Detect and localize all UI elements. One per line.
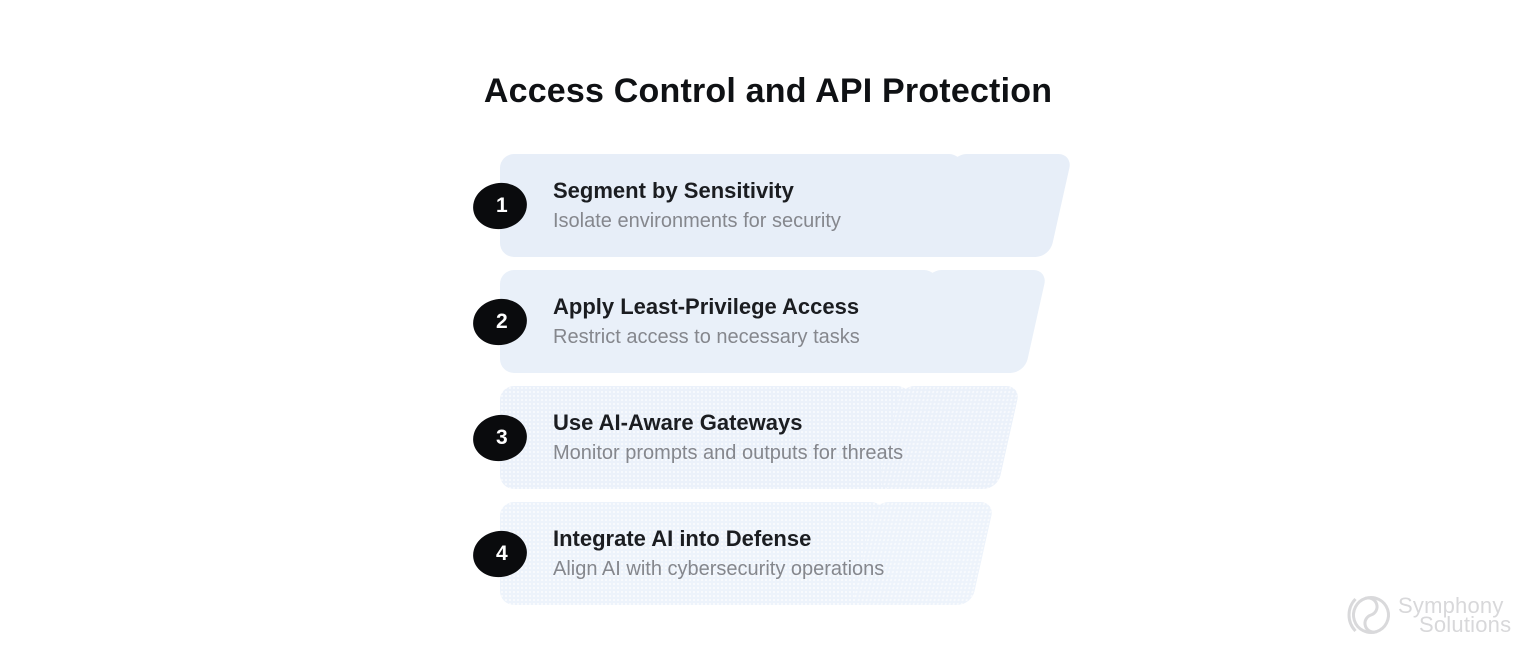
- step-text: Use AI-Aware Gateways Monitor prompts an…: [553, 386, 903, 489]
- step-description: Monitor prompts and outputs for threats: [553, 442, 904, 464]
- step-text: Apply Least-Privilege Access Restrict ac…: [553, 270, 860, 373]
- logo-line2: Solutions: [1419, 612, 1512, 637]
- step-background-slant: [929, 154, 1073, 257]
- step-background: [500, 502, 885, 605]
- step-title: Integrate AI into Defense: [553, 526, 812, 551]
- step-title: Segment by Sensitivity: [553, 178, 794, 203]
- step-background: [500, 270, 938, 373]
- step-number: 1: [495, 193, 508, 217]
- step-description: Align AI with cybersecurity operations: [553, 558, 885, 580]
- step-background-slant: [904, 270, 1048, 373]
- step-number: 2: [495, 309, 508, 333]
- step-text: Integrate AI into Defense Align AI with …: [553, 502, 884, 605]
- step-number: 4: [495, 541, 508, 565]
- logo-text: Symphony Solutions: [1398, 593, 1512, 637]
- step-background: [500, 154, 963, 257]
- step-description: Isolate environments for security: [553, 210, 841, 232]
- symphony-solutions-logo: Symphony Solutions: [1342, 589, 1511, 641]
- step-row-2: 2 Apply Least-Privilege Access Restrict …: [469, 270, 1048, 373]
- step-title: Use AI-Aware Gateways: [553, 410, 803, 435]
- step-text: Segment by Sensitivity Isolate environme…: [553, 154, 841, 257]
- step-row-4: 4 Integrate AI into Defense Align AI wit…: [469, 502, 995, 605]
- page-title: Access Control and API Protection: [483, 72, 1053, 110]
- step-row-1: 1 Segment by Sensitivity Isolate environ…: [469, 154, 1073, 257]
- symphony-logo-icon: [1347, 596, 1390, 634]
- step-description: Restrict access to necessary tasks: [553, 326, 860, 348]
- step-number: 3: [495, 425, 508, 449]
- step-background: [500, 386, 911, 489]
- logo-line1: Symphony: [1398, 593, 1504, 618]
- step-row-3: 3 Use AI-Aware Gateways Monitor prompts …: [469, 386, 1021, 489]
- step-title: Apply Least-Privilege Access: [553, 294, 860, 319]
